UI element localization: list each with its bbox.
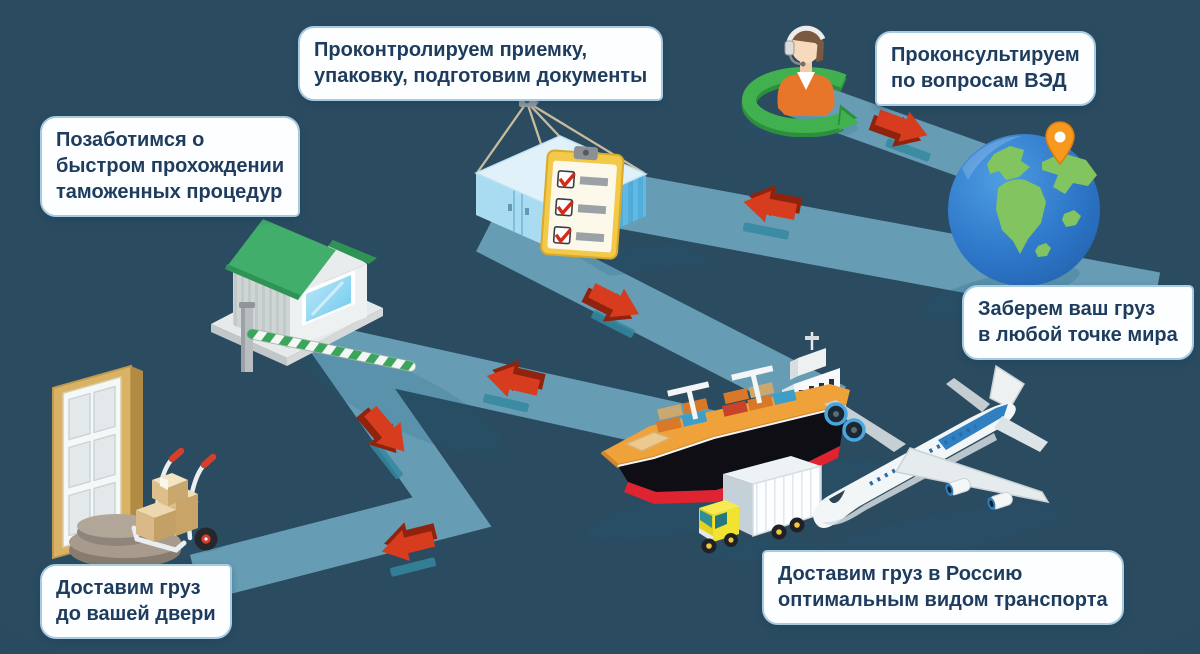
barrier-gate-icon <box>239 302 417 372</box>
door-icon <box>52 364 181 568</box>
deck-containers-icon <box>656 365 797 433</box>
operator-person <box>777 25 835 115</box>
bubble-transport: Доставим груз в Россию оптимальным видом… <box>762 550 1124 625</box>
bubble-pickup: Заберем ваш груз в любой точке мира <box>962 285 1194 360</box>
cargo-ship-icon <box>600 332 850 504</box>
booth-window <box>302 270 355 326</box>
bubble-control: Проконтролируем приемку, упаковку, подго… <box>298 26 664 101</box>
far-engines <box>824 402 866 442</box>
airplane-icon <box>813 364 1050 528</box>
hand-truck-icon <box>131 447 218 553</box>
crane-hook-icon <box>476 80 645 211</box>
near-engines <box>945 477 1013 510</box>
checklist-clipboard-icon <box>540 146 625 260</box>
cargo-truck-icon <box>699 456 822 554</box>
bubble-consult: Проконсультируем по вопросам ВЭД <box>875 31 1096 106</box>
location-pin-icon <box>1045 121 1075 166</box>
continents <box>987 146 1097 257</box>
globe-icon <box>948 121 1100 286</box>
consultant-headset-icon <box>741 25 869 137</box>
shipping-container-icon <box>474 80 648 260</box>
customs-booth-icon <box>211 219 417 372</box>
bubble-door: Доставим груз до вашей двери <box>40 564 232 639</box>
cardboard-boxes-icon <box>136 473 198 542</box>
bubble-customs: Позаботимся о быстром прохождении таможе… <box>40 116 301 217</box>
truck-cab <box>699 500 739 542</box>
